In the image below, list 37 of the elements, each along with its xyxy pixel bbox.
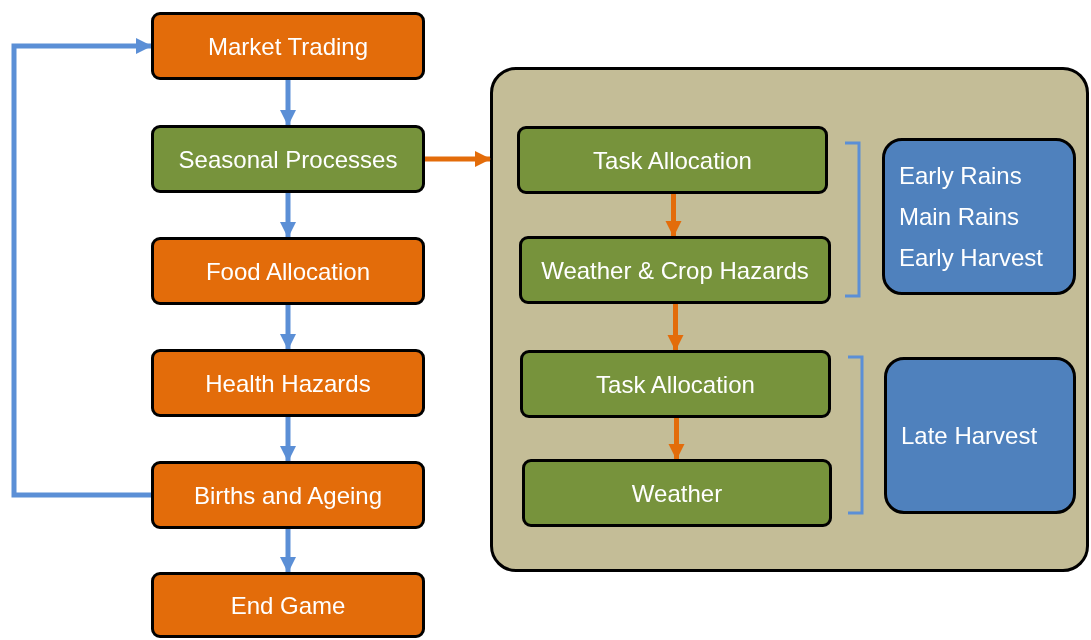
box-label: Health Hazards — [205, 368, 371, 399]
box-label: Main Rains — [899, 202, 1020, 232]
arrow — [280, 417, 296, 462]
process-box — [151, 461, 425, 529]
season-box — [882, 138, 1076, 295]
group-panel — [490, 67, 1089, 572]
arrow — [667, 304, 684, 351]
process-box — [151, 237, 425, 305]
box-label: Early Rains — [899, 161, 1022, 191]
step-box — [522, 459, 832, 527]
arrow — [280, 80, 296, 126]
process-box — [151, 572, 425, 638]
arrow — [11, 38, 152, 498]
box-label: Weather — [631, 478, 723, 509]
box-label: Food Allocation — [205, 256, 371, 287]
arrow — [280, 529, 296, 573]
box-label: Late Harvest — [901, 421, 1038, 451]
box-label: Early Harvest — [899, 243, 1044, 273]
box-label: Task Allocation — [593, 145, 752, 176]
arrow — [665, 194, 682, 237]
process-box — [151, 12, 425, 80]
arrow — [280, 193, 296, 238]
process-box — [151, 349, 425, 417]
arrow — [668, 418, 685, 460]
arrow — [280, 305, 296, 350]
season-box — [884, 357, 1076, 514]
box-label: Seasonal Processes — [178, 144, 398, 175]
box-label: Births and Ageing — [193, 480, 383, 511]
box-label: End Game — [230, 590, 346, 621]
step-box — [520, 350, 831, 418]
box-label: Task Allocation — [596, 369, 755, 400]
box-label: Weather & Crop Hazards — [541, 255, 809, 286]
box-label: Market Trading — [207, 31, 369, 62]
step-box — [519, 236, 831, 304]
arrow — [425, 151, 491, 167]
step-box — [517, 126, 828, 194]
step-box — [151, 125, 425, 193]
